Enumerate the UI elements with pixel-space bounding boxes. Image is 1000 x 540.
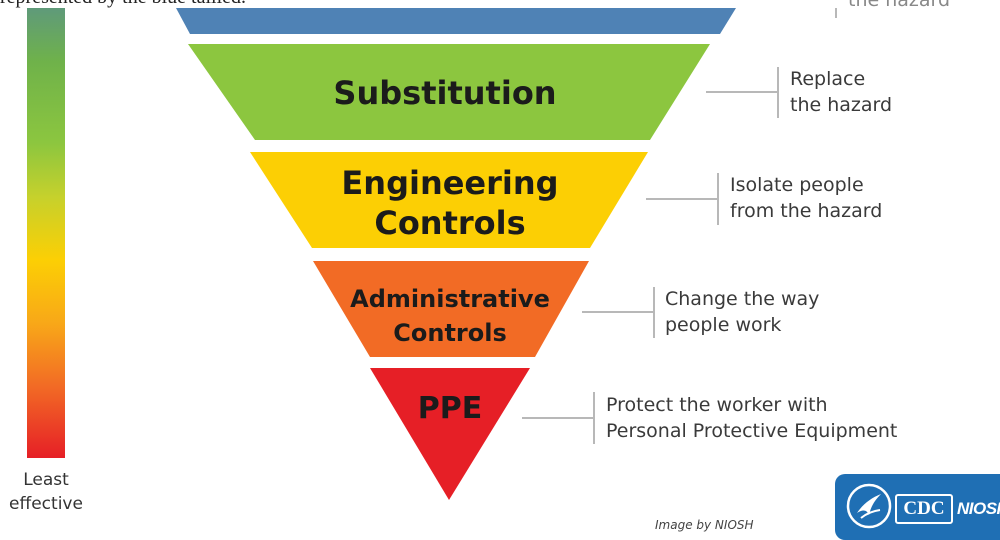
tier-substitution-shape xyxy=(188,44,710,140)
desc-substitution-line1: Replace xyxy=(790,68,866,90)
ppe-label-text: PPE xyxy=(417,391,483,426)
desc-engineering-line1: Isolate people xyxy=(730,174,864,196)
least-effective-line1: Least xyxy=(23,470,69,490)
tier-ppe-label: PPE xyxy=(400,391,500,427)
least-effective-line2: effective xyxy=(9,494,83,514)
least-effective-label: Least effective xyxy=(0,468,92,516)
niosh-wordmark: NIOSH xyxy=(957,499,1000,518)
desc-administrative: Change the way people work xyxy=(665,286,819,338)
desc-substitution: Replace the hazard xyxy=(790,66,892,118)
desc-ppe-line1: Protect the worker with xyxy=(606,394,828,416)
desc-ppe-line2: Personal Protective Equipment xyxy=(606,420,898,442)
tier-ppe-shape xyxy=(370,368,530,500)
cdc-niosh-logo: CDC NIOSH xyxy=(835,474,1000,540)
effectiveness-gradient-bar xyxy=(27,8,65,458)
desc-engineering-line2: from the hazard xyxy=(730,200,883,222)
cdc-wordmark: CDC xyxy=(895,494,953,524)
tier-engineering-shape xyxy=(250,152,648,248)
desc-ppe: Protect the worker with Personal Protect… xyxy=(606,392,897,444)
engineering-label-line2: Controls xyxy=(374,204,526,242)
substitution-label-text: Substitution xyxy=(333,74,557,112)
connector-engineering xyxy=(646,173,719,225)
desc-substitution-line2: the hazard xyxy=(790,94,893,116)
desc-engineering: Isolate people from the hazard xyxy=(730,172,882,224)
desc-administrative-line2: people work xyxy=(665,314,782,336)
image-credit: Image by NIOSH xyxy=(655,518,754,532)
tier-engineering-label: Engineering Controls xyxy=(300,163,600,243)
hhs-eagle-icon xyxy=(846,483,892,529)
connector-administrative xyxy=(582,287,655,338)
tier-substitution-label: Substitution xyxy=(300,74,590,112)
desc-administrative-line1: Change the way xyxy=(665,288,820,310)
desc-elimination: the hazard xyxy=(848,0,950,13)
administrative-label-line1: Administrative xyxy=(350,285,550,313)
engineering-label-line1: Engineering xyxy=(341,164,559,202)
tier-elimination-shape xyxy=(176,8,736,34)
connector-ppe xyxy=(522,392,595,444)
top-caption: represented by the blue tallied. xyxy=(0,0,420,10)
desc-elimination-line1: the hazard xyxy=(848,0,951,11)
tier-administrative-label: Administrative Controls xyxy=(330,282,570,350)
connector-substitution xyxy=(706,67,779,118)
tier-administrative-shape xyxy=(313,261,589,357)
administrative-label-line2: Controls xyxy=(393,319,507,347)
